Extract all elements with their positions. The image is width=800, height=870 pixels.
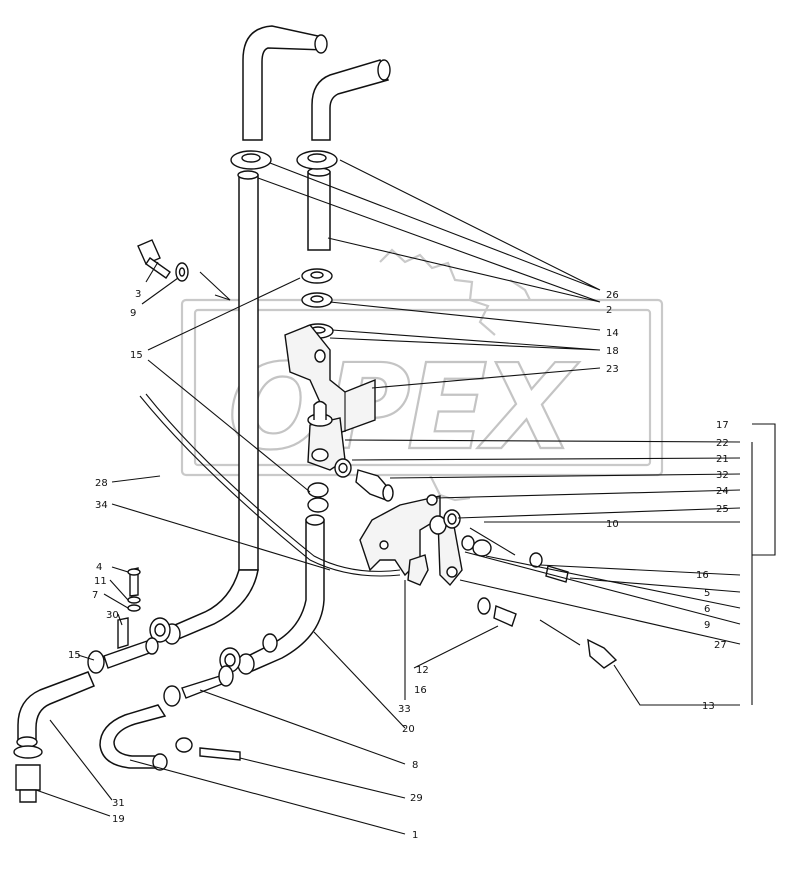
hose-31 — [16, 671, 95, 748]
callout-9-top: 9 — [130, 308, 136, 319]
callout-13: 13 — [702, 701, 715, 712]
upper-hose-left — [237, 25, 328, 571]
leader-lines — [35, 159, 776, 835]
bolt-3 — [137, 239, 171, 279]
callout-17: 17 — [716, 420, 729, 431]
coupling-left — [149, 617, 171, 643]
callout-12: 12 — [416, 665, 429, 676]
watermark-text: OPEX — [228, 338, 579, 476]
callout-1: 1 — [412, 830, 418, 841]
callout-24: 24 — [716, 486, 729, 497]
callout-19: 19 — [112, 814, 125, 825]
pivot-25 — [429, 509, 461, 535]
lever-plate-24 — [359, 494, 441, 577]
callout-7: 7 — [92, 590, 98, 601]
callout-5: 5 — [704, 588, 710, 599]
callout-30: 30 — [106, 610, 119, 621]
callout-16-right: 16 — [696, 570, 709, 581]
callout-21: 21 — [716, 454, 729, 465]
callout-33: 33 — [398, 704, 411, 715]
tee-assembly — [87, 567, 159, 674]
grommet-left — [230, 150, 272, 170]
tube-8 — [163, 665, 234, 707]
washer-9-top — [175, 262, 189, 282]
clamp-lower — [307, 482, 329, 513]
cable-34 — [139, 393, 401, 577]
callout-29: 29 — [410, 793, 423, 804]
callout-14: 14 — [606, 328, 619, 339]
callout-6: 6 — [704, 604, 710, 615]
callout-2: 2 — [606, 305, 612, 316]
fitting-32 — [355, 469, 394, 502]
callout-23: 23 — [606, 364, 619, 375]
bracket-23 — [284, 324, 376, 433]
callout-34: 34 — [95, 500, 108, 511]
upper-hose-right — [307, 59, 391, 251]
callout-4: 4 — [96, 562, 102, 573]
callout-28: 28 — [95, 478, 108, 489]
callout-15-lower: 15 — [68, 650, 81, 661]
hose-1 — [99, 704, 168, 771]
callout-20: 20 — [402, 724, 415, 735]
callout-32: 32 — [716, 470, 729, 481]
bracket-33 — [407, 514, 463, 587]
callout-26: 26 — [606, 290, 619, 301]
watermark-logo: OPEX — [180, 248, 664, 502]
callout-22: 22 — [716, 438, 729, 449]
callout-9-right: 9 — [704, 620, 710, 631]
bolt-13 — [587, 638, 618, 669]
valve-body — [307, 400, 352, 478]
callout-25: 25 — [716, 504, 729, 515]
callout-11: 11 — [94, 576, 107, 587]
callout-3: 3 — [135, 289, 141, 300]
grommet-right — [296, 150, 338, 170]
callout-18: 18 — [606, 346, 619, 357]
callout-27: 27 — [714, 640, 727, 651]
hose-20 — [237, 514, 325, 675]
callout-31: 31 — [112, 798, 125, 809]
callout-labels: 26 2 14 18 23 3 9 15 17 22 21 32 24 25 1… — [68, 289, 729, 841]
hose-main-left — [163, 569, 259, 645]
callout-8: 8 — [412, 760, 418, 771]
callout-16-bottom: 16 — [414, 685, 427, 696]
fitting-19 — [13, 745, 43, 803]
bolt-12 — [477, 597, 517, 627]
callout-15-upper: 15 — [130, 350, 143, 361]
tube-29 — [175, 737, 241, 761]
washer-stack — [301, 268, 334, 339]
callout-10: 10 — [606, 519, 619, 530]
